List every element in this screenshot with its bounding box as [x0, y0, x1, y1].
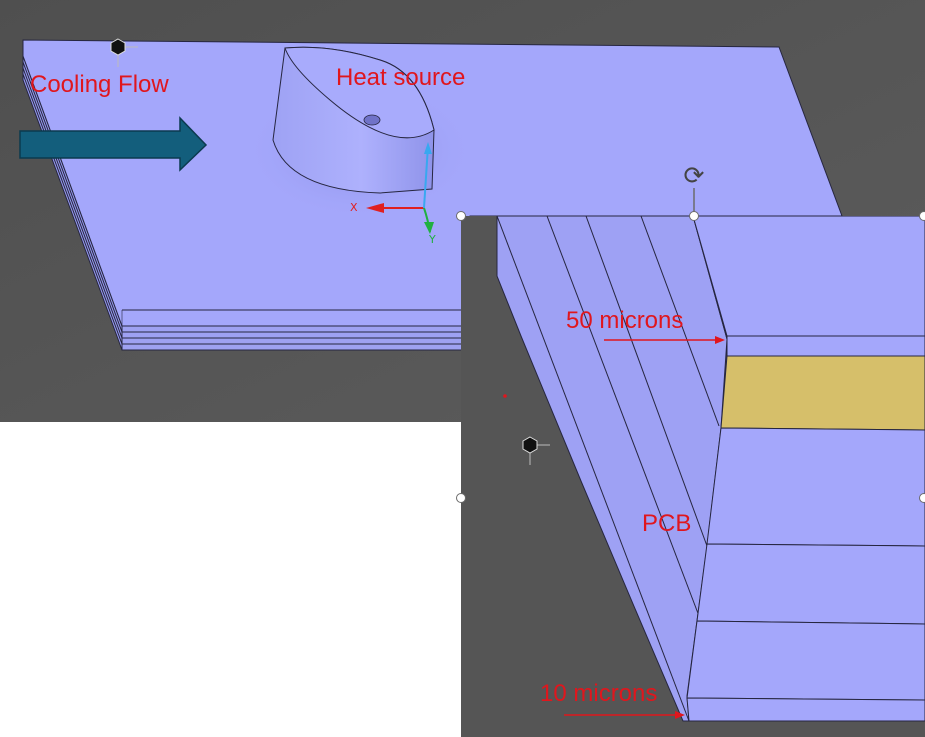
pivot-point-icon[interactable] [98, 27, 138, 67]
axis-triad [366, 142, 434, 234]
cooling-flow-arrow [19, 116, 208, 172]
pivot-point-icon[interactable] [510, 425, 550, 465]
cooling-flow-label: Cooling Flow [30, 71, 169, 98]
zoomed-inset-view[interactable]: 50 microns PCB 10 microns [461, 216, 925, 737]
heat-source-label: Heat source [336, 64, 466, 91]
front-face-bottom-layer [686, 697, 925, 722]
resize-handle-top-left[interactable] [456, 211, 466, 221]
ten-microns-arrow [564, 711, 685, 719]
heat-source-body [272, 46, 435, 194]
resize-handle-middle-left[interactable] [456, 493, 466, 503]
front-face-layer-5 [686, 620, 925, 701]
pcb-label: PCB [642, 510, 692, 537]
resize-handle-middle-right[interactable] [919, 493, 925, 503]
fifty-microns-arrow [604, 336, 725, 344]
fifty-microns-label: 50 microns [566, 307, 684, 334]
pcb-layer-face [706, 427, 925, 547]
front-face-layer-4 [696, 543, 925, 625]
ten-microns-label: 10 microns [540, 680, 658, 707]
front-face-top-layer [726, 335, 925, 357]
x-axis-label: X [350, 201, 358, 214]
resize-handle-top-right[interactable] [919, 211, 925, 221]
rotate-handle-icon[interactable]: ⟳ [683, 161, 705, 190]
highlighted-thin-layer [720, 355, 925, 431]
inset-model-render [461, 216, 925, 737]
resize-handle-top-center[interactable] [689, 211, 699, 221]
stray-marker [503, 394, 507, 398]
y-axis-label: Y [429, 233, 436, 246]
front-face-upper [692, 216, 925, 337]
